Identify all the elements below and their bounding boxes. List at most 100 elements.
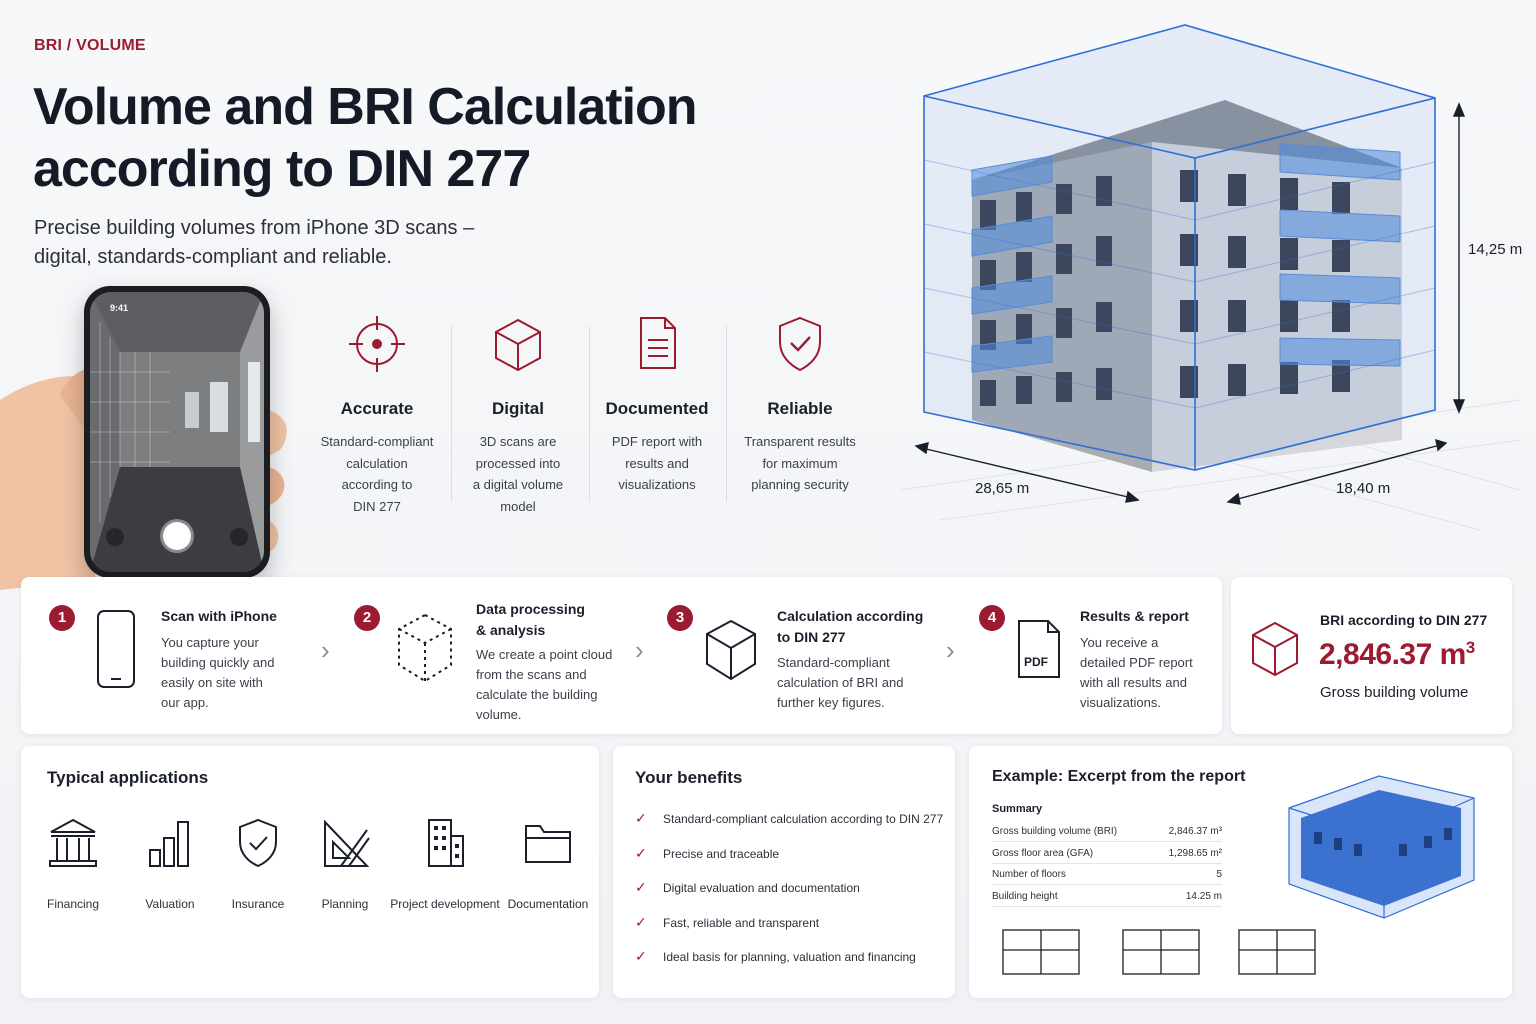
smartphone-scan-preview: 9:41 — [84, 286, 270, 578]
step-number: 4 — [979, 605, 1005, 631]
applications-card: Typical applications Financing Valuation… — [21, 746, 599, 998]
app-item-documentation: Documentation — [493, 816, 603, 911]
length-dimension: 28,65 m — [975, 480, 1030, 497]
pdf-label: PDF — [1024, 655, 1048, 669]
card-title: Example: Excerpt from the report — [992, 768, 1246, 785]
room-scan-graphic — [90, 292, 264, 572]
check-icon: ✓ — [635, 948, 647, 964]
step-number: 1 — [49, 605, 75, 631]
width-dimension: 18,40 m — [1336, 480, 1391, 497]
shield-check-icon — [779, 316, 821, 372]
step-number: 2 — [354, 605, 380, 631]
feature-digital: Digital 3D scans are processed into a di… — [448, 310, 588, 517]
office-building-icon — [428, 819, 464, 867]
step-desc: You receive a detailed PDF report with a… — [1080, 635, 1193, 710]
ruler-triangle-icon — [324, 819, 370, 867]
app-label: Insurance — [231, 897, 285, 911]
mini-building-scan — [1288, 775, 1475, 919]
chevron-right-icon: › — [635, 635, 644, 665]
benefit-item: ✓Ideal basis for planning, valuation and… — [635, 948, 916, 964]
floor-plans — [1002, 929, 1316, 975]
page-title: Volume and BRI Calculation according to … — [33, 78, 698, 198]
app-label: Valuation — [145, 897, 195, 911]
feature-desc: Standard-compliant calculation according… — [320, 434, 434, 514]
check-icon: ✓ — [635, 879, 647, 895]
step-title: Calculation according to DIN 277 — [777, 608, 924, 645]
app-item-project-development: Project development — [390, 816, 500, 911]
report-row: Gross building volume (BRI)2,846.37 m³ — [992, 826, 1222, 842]
page-subtitle: Precise building volumes from iPhone 3D … — [34, 217, 475, 268]
step-desc: We create a point cloud from the scans a… — [476, 647, 613, 722]
report-row: Gross floor area (GFA)1,298.65 m² — [992, 848, 1222, 864]
smartphone-icon — [97, 610, 135, 688]
expand-icon — [106, 528, 124, 546]
feature-title: Documented — [605, 399, 709, 418]
benefit-item: ✓Standard-compliant calculation accordin… — [635, 810, 944, 826]
chevron-right-icon: › — [321, 635, 330, 665]
app-label: Planning — [321, 897, 369, 911]
process-steps-card: 1 Scan with iPhone You capture your buil… — [21, 577, 1222, 734]
divider — [726, 326, 727, 502]
app-item-financing: Financing — [18, 816, 128, 911]
result-value: 2,846.37 m3 — [1319, 638, 1475, 671]
card-title: Typical applications — [47, 768, 209, 787]
check-icon: ✓ — [635, 845, 647, 861]
bank-icon — [49, 818, 97, 867]
app-item-insurance: Insurance — [203, 816, 313, 911]
app-label: Project development — [390, 897, 500, 911]
eyebrow: BRI / VOLUME — [34, 37, 146, 54]
building-scan-illustration — [899, 24, 1521, 531]
check-icon: ✓ — [635, 914, 647, 930]
benefit-item: ✓Precise and traceable — [635, 845, 780, 861]
feature-desc: Transparent results for maximum planning… — [744, 434, 856, 492]
phone-screen: 9:41 — [90, 292, 264, 572]
benefit-item: ✓Fast, reliable and transparent — [635, 914, 820, 930]
check-icon: ✓ — [635, 810, 647, 826]
feature-title: Digital — [492, 399, 544, 418]
cube-icon — [706, 619, 756, 681]
feature-documented: Documented PDF report with results and v… — [587, 310, 727, 496]
divider — [589, 326, 590, 502]
shield-check-icon — [239, 818, 277, 868]
feature-desc: PDF report with results and visualizatio… — [611, 434, 703, 492]
step-number: 3 — [667, 605, 693, 631]
phone-status-time: 9:41 — [110, 303, 129, 313]
result-card: BRI according to DIN 277 2,846.37 m3 Gro… — [1231, 577, 1512, 734]
folder-icon — [525, 825, 571, 863]
shutter-button — [163, 522, 191, 550]
chevron-right-icon: › — [946, 635, 955, 665]
step-title: Data processing & analysis — [476, 601, 585, 638]
cube-icon — [1252, 621, 1298, 677]
step-desc: Standard-compliant calculation of BRI an… — [777, 655, 904, 710]
feature-title: Accurate — [340, 399, 414, 418]
divider — [451, 326, 452, 502]
benefits-card: Your benefits ✓Standard-compliant calcul… — [613, 746, 955, 998]
feature-accurate: Accurate Standard-compliant calculation … — [307, 310, 447, 517]
step-desc: You capture your building quickly and ea… — [161, 635, 275, 710]
cube-icon — [495, 318, 541, 372]
bar-chart-icon — [149, 821, 189, 867]
app-item-valuation: Valuation — [115, 816, 225, 911]
summary-label: Summary — [992, 803, 1043, 815]
card-title: Your benefits — [635, 768, 743, 787]
report-excerpt-card: Example: Excerpt from the report Summary… — [969, 746, 1512, 998]
feature-title: Reliable — [767, 399, 833, 418]
step-title: Scan with iPhone — [161, 608, 277, 624]
point-cloud-icon — [398, 613, 452, 683]
app-label: Financing — [46, 897, 100, 911]
height-dimension: 14,25 m — [1468, 241, 1523, 258]
step-title: Results & report — [1080, 608, 1189, 624]
document-icon — [640, 317, 676, 369]
pdf-icon: PDF — [1016, 619, 1062, 679]
benefit-item: ✓Digital evaluation and documentation — [635, 879, 860, 895]
app-label: Documentation — [507, 897, 589, 911]
feature-desc: 3D scans are processed into a digital vo… — [472, 434, 564, 514]
record-icon — [230, 528, 248, 546]
app-item-planning: Planning — [290, 816, 400, 911]
feature-reliable: Reliable Transparent results for maximum… — [730, 310, 870, 496]
target-icon — [349, 316, 405, 372]
result-sublabel: Gross building volume — [1320, 684, 1469, 701]
result-label: BRI according to DIN 277 — [1320, 612, 1488, 628]
